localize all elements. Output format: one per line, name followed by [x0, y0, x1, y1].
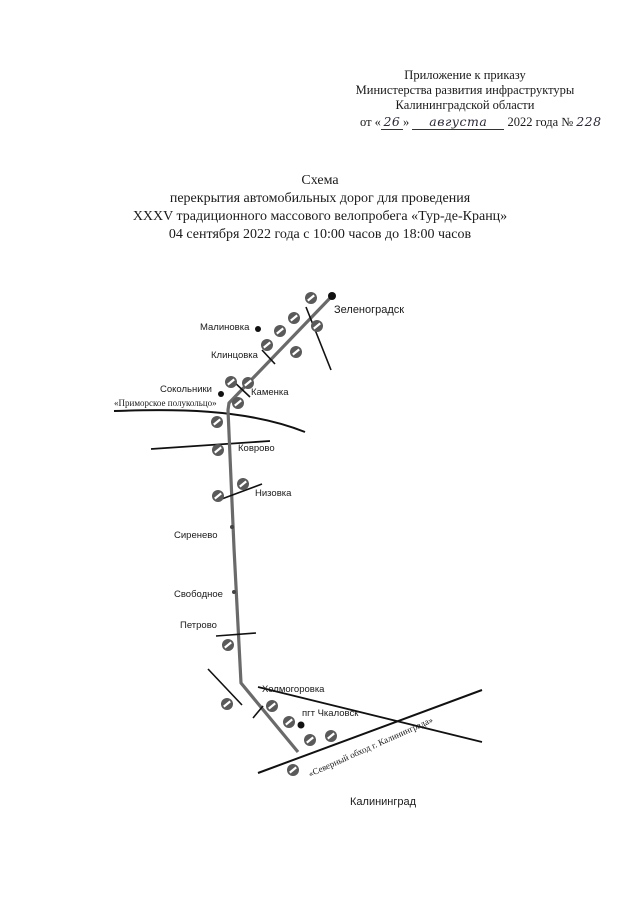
- no-entry-sign-icon: [220, 637, 236, 653]
- sirenevo-dot: [230, 525, 234, 529]
- no-entry-sign-icon: [288, 344, 304, 360]
- kovrovo-cross-road: [150, 440, 271, 450]
- svobodnoe-dot: [232, 590, 236, 594]
- appendix-header: Приложение к приказу Министерства развит…: [340, 68, 590, 113]
- label-klintsovka: Клинцовка: [211, 350, 259, 361]
- barrier-klintsovka: [261, 349, 276, 365]
- closure-barriers: [207, 306, 332, 719]
- label-primorskoe: «Приморское полукольцо»: [114, 398, 217, 408]
- barrier-kholmogorovka: [207, 668, 243, 706]
- label-chkalovsk: пгт Чкаловск: [302, 708, 359, 719]
- title-line-2: перекрытия автомобильных дорог для прове…: [169, 191, 471, 206]
- label-sirenevo: Сиренево: [174, 530, 218, 541]
- barrier-petrovo: [215, 632, 257, 637]
- no-entry-sign-icon: [235, 476, 251, 492]
- malinovka-dot: [255, 326, 261, 332]
- appendix-line-1: Приложение к приказу: [404, 68, 526, 82]
- no-entry-sign-icon: [210, 442, 226, 458]
- label-petrovo: Петрово: [180, 620, 217, 631]
- order-number: 228: [576, 114, 602, 129]
- appendix-line-3: Калининградской области: [395, 98, 535, 112]
- order-year: 2022 года №: [507, 115, 574, 129]
- zelenogradsk-dot: [328, 292, 336, 300]
- no-entry-sign-icon: [303, 290, 319, 306]
- sokolniki-dot: [218, 391, 224, 397]
- barrier-nizovka: [218, 483, 263, 501]
- barrier-zelenogradsk: [305, 306, 332, 371]
- primorskoe-ring-road: [113, 409, 306, 433]
- no-entry-sign-icon: [230, 395, 246, 411]
- title-line-4: 04 сентября 2022 года с 10:00 часов до 1…: [168, 227, 472, 242]
- label-svobodnoe: Свободное: [174, 589, 223, 600]
- title-line-1: Схема: [301, 173, 339, 188]
- appendix-line-2: Министерства развития инфраструктуры: [355, 83, 575, 97]
- no-entry-sign-icon: [219, 696, 235, 712]
- label-malinovka: Малиновка: [200, 322, 250, 333]
- order-prefix: от «: [360, 115, 381, 129]
- order-month: августа: [412, 114, 505, 130]
- label-zelenogradsk: Зеленоградск: [334, 304, 404, 316]
- kholmogorovka-cross-road: [257, 686, 483, 743]
- document-title: Схема перекрытия автомобильных дорог для…: [0, 172, 640, 244]
- label-kaliningrad: Калининград: [350, 796, 417, 808]
- label-kholmogorovka: Холмогоровка: [262, 684, 325, 695]
- label-sokolniki: Сокольники: [160, 384, 212, 395]
- no-entry-sign-icon: [302, 732, 318, 748]
- no-entry-sign-icon: [272, 323, 288, 339]
- no-entry-sign-icon: [223, 374, 239, 390]
- no-entry-sign-icon: [209, 414, 225, 430]
- order-day: 26: [380, 114, 403, 130]
- title-line-3: XXXV традиционного массового велопробега…: [132, 209, 508, 224]
- label-kovrovo: Коврово: [238, 443, 275, 454]
- label-kamenka: Каменка: [251, 387, 289, 398]
- order-mid: »: [402, 115, 410, 129]
- label-northern-bypass: «Северный обход г. Калининграда»: [307, 715, 435, 779]
- no-entry-sign-icon: [281, 714, 297, 730]
- no-entry-sign-icon: [286, 310, 302, 326]
- no-entry-sign-icon: [309, 318, 325, 334]
- no-entry-sign-icon: [210, 488, 226, 504]
- no-entry-sign-icon: [259, 337, 275, 353]
- no-entry-sign-icon: [323, 728, 339, 744]
- label-nizovka: Низовка: [255, 488, 292, 499]
- no-entry-sign-icon: [264, 698, 280, 714]
- no-entry-sign-icon: [285, 762, 301, 778]
- barrier-south: [252, 705, 264, 719]
- no-entry-signs: [209, 290, 339, 778]
- northern-bypass-road: [257, 689, 483, 774]
- chkalovsk-dot: [297, 721, 305, 729]
